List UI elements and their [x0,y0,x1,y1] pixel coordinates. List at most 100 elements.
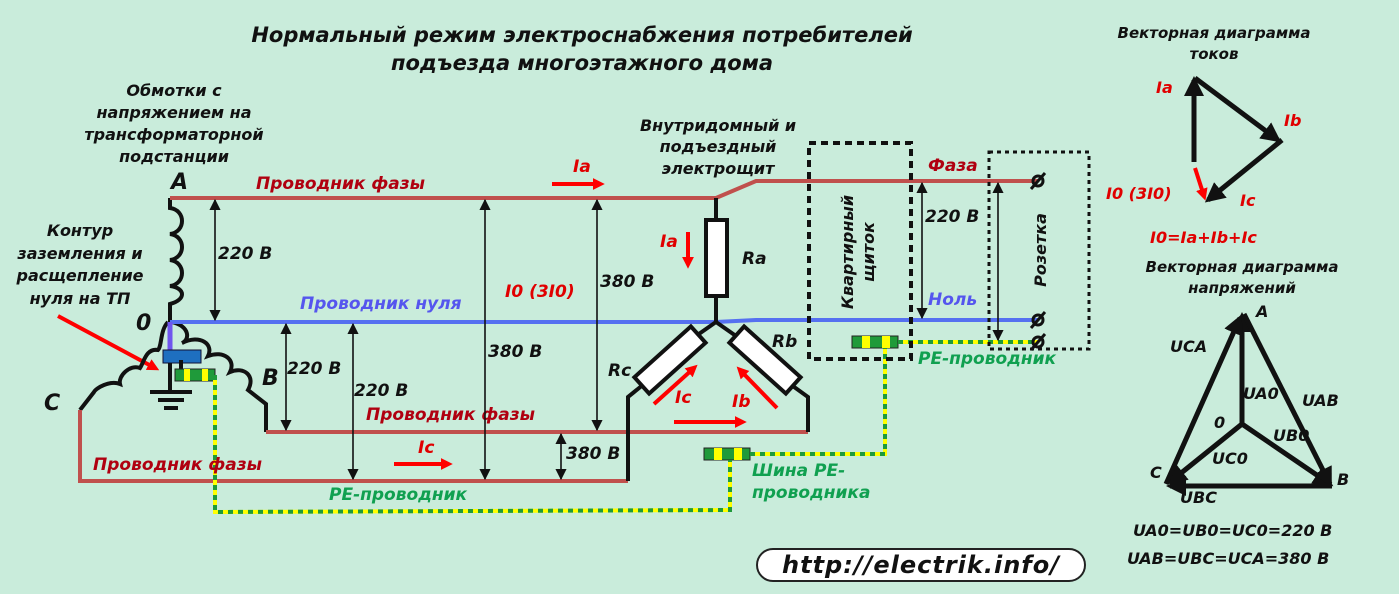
svg-text:подъездный: подъездный [660,137,777,156]
svg-text:I0 (3I0): I0 (3I0) [1106,184,1172,203]
resistor-ra [704,218,729,298]
pe-conductor-label: PE-проводник [329,485,468,505]
neutral-conductor [170,318,1038,324]
neutral-point-label: 0 [136,311,151,336]
svg-text:подстанции: подстанции [119,147,229,166]
panel-label: Внутридомный и подъездный электрощит [640,116,796,178]
svg-text:проводника: проводника [752,483,870,503]
svg-text:UB0: UB0 [1273,426,1309,445]
svg-text:расщепление: расщепление [15,266,143,285]
ib-label-load: Ib [732,392,751,412]
svg-text:заземления и: заземления и [16,244,142,263]
svg-text:Ic: Ic [1240,191,1256,210]
svg-text:220 В: 220 В [218,244,272,264]
svg-text:UA0=UB0=UC0=220 В: UA0=UB0=UC0=220 В [1133,521,1332,540]
winding-c [78,320,170,412]
phase-b-conductor-label: Проводник фазы [366,405,535,425]
ib-arrow-load [736,366,779,410]
neutral-short-label: Ноль [928,290,977,310]
resistor-rb [726,323,804,397]
phase-c-conductor [78,410,628,483]
pe-bus-panel [703,447,751,461]
neutral-conductor-label: Проводник нуля [300,294,462,314]
socket-label: Розетка [1031,213,1050,287]
svg-text:токов: токов [1190,45,1239,63]
phase-a-conductor-label: Проводник фазы [256,174,425,194]
grounding-label: Контур заземления и расщепление нуля на … [15,221,143,308]
ic-label-line: Ic [418,438,434,458]
svg-text:Квартирный: Квартирный [838,195,857,309]
ic-label-load: Ic [675,388,691,408]
svg-text:UAB=UBC=UCA=380 В: UAB=UBC=UCA=380 В [1127,549,1329,568]
socket-terminal-icons [1029,172,1047,351]
svg-text:Векторная диаграмма: Векторная диаграмма [1118,24,1311,42]
svg-text:220 В: 220 В [287,359,341,379]
svg-text:Внутридомный и: Внутридомный и [640,116,796,135]
svg-text:Векторная диаграмма: Векторная диаграмма [1146,258,1339,276]
svg-text:Контур: Контур [47,221,113,240]
svg-text:I0=Ia+Ib+Ic: I0=Ia+Ib+Ic [1150,228,1257,247]
ia-label-load: Ia [660,232,678,252]
apartment-panel-box [807,141,913,361]
svg-text:Ia: Ia [1156,78,1173,97]
grounding-pointer-arrow [57,314,160,371]
svg-text:Ib: Ib [1284,111,1301,130]
current-vector-diagram: Векторная диаграмма токов Ia Ib Ic I0 (3… [1106,24,1310,247]
svg-text:Обмотки с: Обмотки с [126,81,222,100]
voltage-arrows [209,181,1004,481]
socket-box [987,150,1091,351]
pe-bus-apartment [851,335,899,349]
phase-short-label: Фаза [928,156,978,176]
svg-text:220 В: 220 В [925,207,979,227]
pe-conductor-label-apartment: PE-проводник [918,349,1057,369]
svg-text:B: B [1337,470,1349,489]
svg-text:щиток: щиток [859,221,878,282]
phase-c-label: C [44,391,60,416]
svg-text:380 В: 380 В [488,342,542,362]
svg-text:трансформаторной: трансформаторной [84,125,263,144]
source-url-box: http://electrik.info/ [756,548,1086,582]
svg-text:нуля на ТП: нуля на ТП [30,289,131,308]
title-line-2: подъезда многоэтажного дома [391,51,773,75]
pe-conductor [213,340,1038,515]
title-line-1: Нормальный режим электроснабжения потреб… [251,23,913,47]
rb-leads [714,320,810,432]
source-url[interactable]: http://electrik.info/ [782,551,1060,579]
ia-label-line: Ia [573,157,591,177]
ground-icon [150,363,192,410]
windings-label: Обмотки с напряжением на трансформаторно… [84,81,263,166]
voltage-vector-diagram: Векторная диаграмма напряжений A B C 0 U… [1127,258,1349,568]
ic-arrow-load [652,364,698,406]
svg-text:UCA: UCA [1170,337,1207,356]
svg-text:UBC: UBC [1180,488,1217,507]
phase-a-label: A [169,170,188,195]
winding-a [168,198,184,322]
svg-text:0: 0 [1214,413,1225,432]
svg-text:UAB: UAB [1302,391,1339,410]
resistor-rc [631,323,709,397]
rc-label: Rc [608,361,631,381]
phase-b-label: B [262,366,279,391]
svg-text:220 В: 220 В [354,381,408,401]
voltage-labels: 220 В 220 В 220 В 380 В 380 В 380 В 220 … [218,207,979,464]
svg-text:C: C [1150,463,1162,482]
svg-text:напряжений: напряжений [1188,279,1296,297]
phase-a-conductor [170,179,1038,200]
i0-label: I0 (3I0) [505,282,575,302]
svg-text:Шина PE-: Шина PE- [752,461,845,481]
rb-label: Rb [772,332,797,352]
svg-text:UC0: UC0 [1212,449,1248,468]
svg-text:A: A [1254,302,1268,321]
ra-label: Ra [742,249,767,269]
pe-bus-label: Шина PE- проводника [752,461,870,503]
svg-text:напряжением на: напряжением на [96,103,251,122]
apartment-panel-label: Квартирный щиток [838,195,878,309]
svg-text:UA0: UA0 [1243,384,1279,403]
svg-text:380 В: 380 В [600,272,654,292]
svg-text:электрощит: электрощит [662,159,777,178]
svg-text:380 В: 380 В [566,444,620,464]
phase-c-conductor-label: Проводник фазы [93,455,262,475]
winding-b [171,320,268,432]
pe-bus-substation [174,368,216,382]
